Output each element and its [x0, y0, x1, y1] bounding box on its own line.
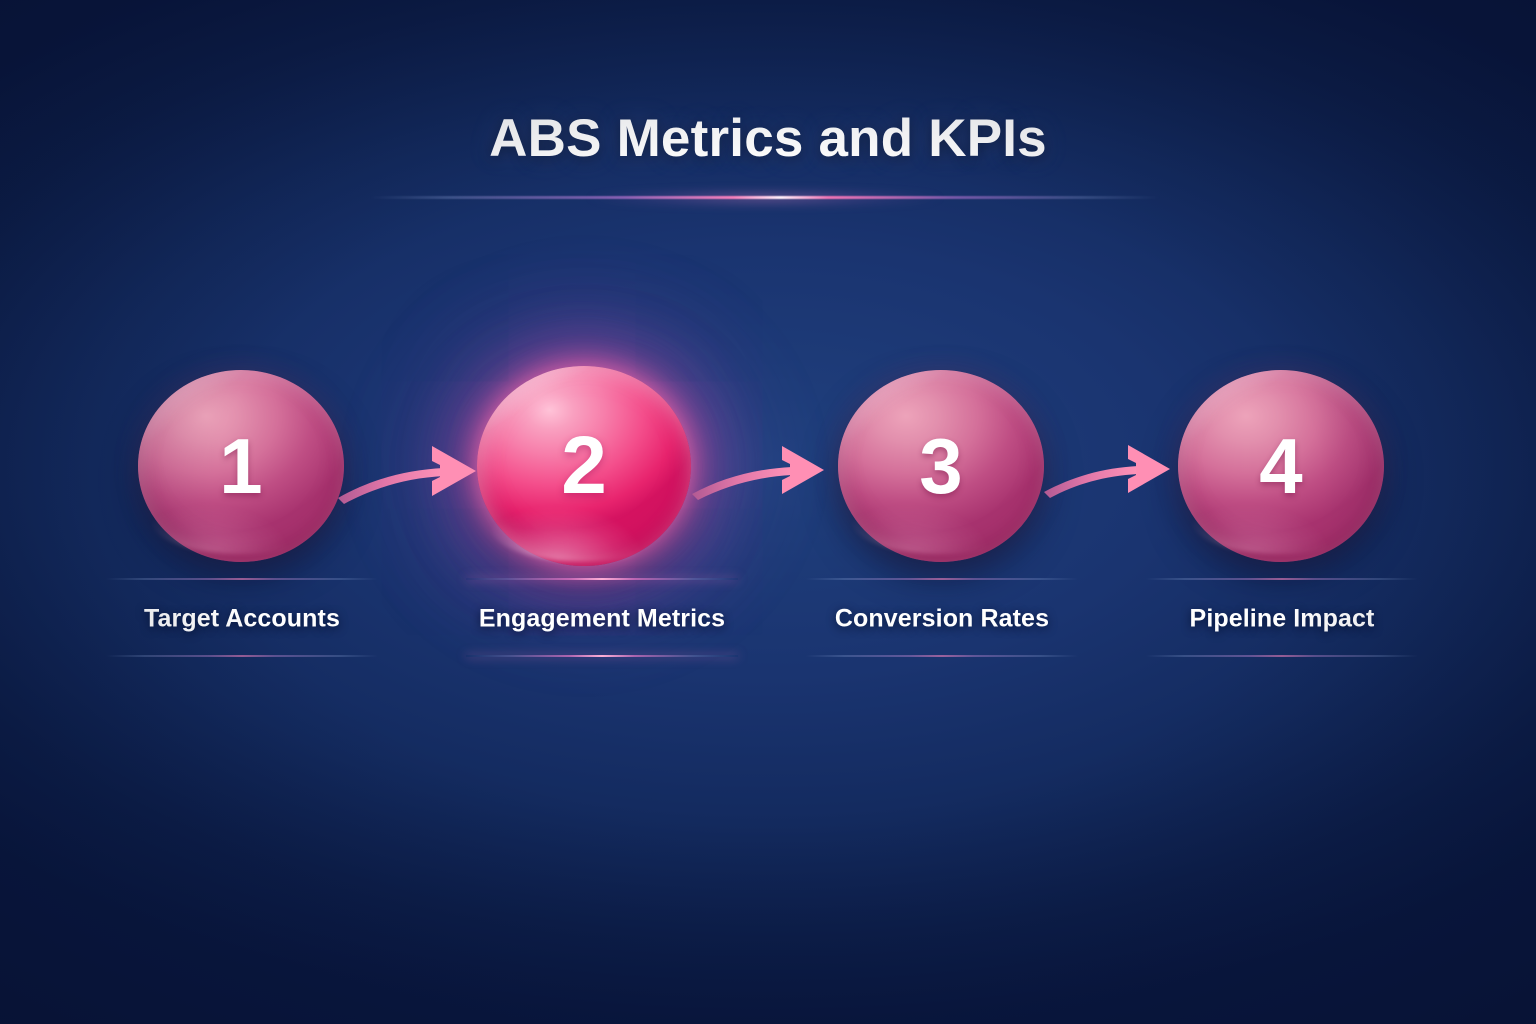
label-divider-top-3 — [806, 578, 1078, 580]
label-divider-bottom-2 — [466, 655, 738, 657]
label-divider-bottom-3 — [806, 655, 1078, 657]
step-circle-2[interactable]: 2 — [477, 366, 691, 566]
step-label-block-3[interactable]: Conversion Rates — [806, 578, 1078, 660]
label-divider-top-4 — [1146, 578, 1418, 580]
label-divider-bottom-1 — [106, 655, 378, 657]
step-item-1[interactable]: 1 — [115, 368, 367, 568]
step-number-4: 4 — [1259, 422, 1303, 510]
page-title: ABS Metrics and KPIs — [489, 109, 1047, 168]
step-label-block-4[interactable]: Pipeline Impact — [1146, 578, 1418, 660]
title-underline — [370, 196, 1160, 199]
step-labels: Target Accounts Engagement Metrics Conve… — [0, 578, 1536, 668]
step-sequence: 1 2 3 4 — [0, 246, 1536, 686]
step-circle-wrap-1: 1 — [136, 368, 346, 564]
step-label-block-2[interactable]: Engagement Metrics — [466, 578, 738, 660]
step-circle-1[interactable]: 1 — [138, 370, 344, 562]
step-item-3[interactable]: 3 — [815, 368, 1067, 568]
step-item-2[interactable]: 2 — [349, 246, 819, 686]
step-item-4[interactable]: 4 — [1155, 368, 1407, 568]
label-divider-top-1 — [106, 578, 378, 580]
step-circle-3[interactable]: 3 — [838, 370, 1044, 562]
step-label-2: Engagement Metrics — [478, 604, 726, 633]
step-circle-4[interactable]: 4 — [1178, 370, 1384, 562]
step-circle-wrap-3: 3 — [836, 368, 1046, 564]
step-label-4: Pipeline Impact — [1189, 604, 1375, 633]
title-block: ABS Metrics and KPIs — [0, 108, 1536, 208]
step-number-1: 1 — [219, 422, 263, 510]
step-circle-wrap-2: 2 — [349, 246, 819, 686]
step-label-3: Conversion Rates — [834, 604, 1050, 633]
step-circle-wrap-4: 4 — [1176, 368, 1386, 564]
step-label-block-1[interactable]: Target Accounts — [106, 578, 378, 660]
label-divider-bottom-4 — [1146, 655, 1418, 657]
label-divider-top-2 — [466, 578, 738, 580]
step-number-2: 2 — [561, 420, 607, 511]
step-label-1: Target Accounts — [144, 604, 340, 633]
step-number-3: 3 — [919, 422, 963, 510]
